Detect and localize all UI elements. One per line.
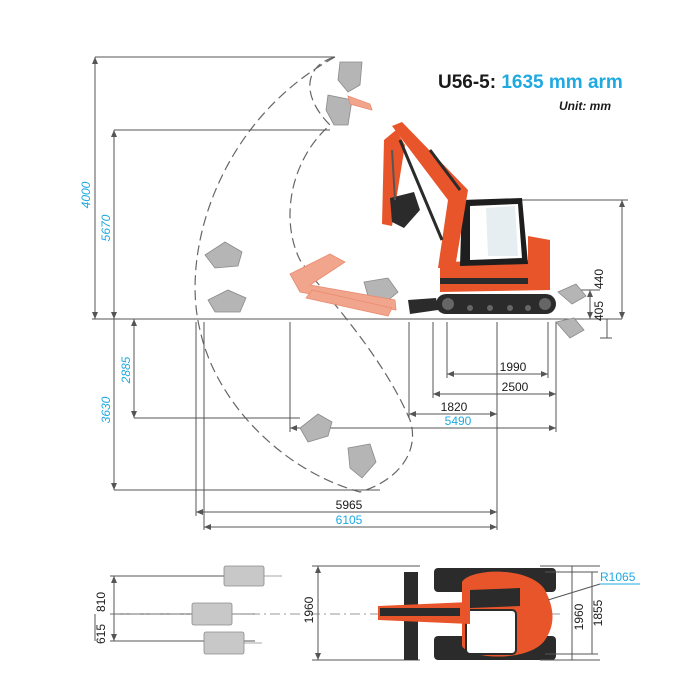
top-left-arrowheads [111, 566, 321, 660]
bucket-front-right-2 [555, 317, 585, 339]
diagram-title: U56-5: 1635 mm arm [438, 72, 623, 94]
bucket [390, 192, 420, 228]
bucket-deep-2 [347, 443, 377, 479]
arm-length: 1635 mm arm [501, 72, 623, 93]
vertical-arrowheads [92, 57, 137, 490]
side-view: 4000 5670 2885 3630 405 440 [79, 56, 628, 530]
dozer-blade [408, 298, 438, 314]
dim-405-label: 405 [592, 301, 606, 321]
vertical-dimensions [94, 56, 380, 491]
dim-1960-left-label: 1960 [302, 596, 316, 623]
bucket-max-dump [325, 94, 353, 126]
excavator-side [382, 122, 556, 314]
dim-r1065-label: R1065 [600, 570, 636, 584]
reach-envelope [194, 56, 414, 493]
top-ghost-buckets [191, 565, 282, 655]
boom [392, 122, 468, 268]
dim-1855-label: 1855 [591, 599, 605, 626]
dim-2500-label: 2500 [502, 380, 529, 394]
ghost-boom [289, 95, 397, 317]
dim-5490-label: 5490 [445, 414, 472, 428]
dim-2885-label: 2885 [119, 356, 133, 384]
right-vertical-arrowheads [587, 200, 625, 319]
bucket-positions [204, 61, 587, 479]
dim-4000-label: 4000 [79, 181, 93, 208]
model-name: U56-5: [438, 72, 497, 93]
dim-810-label: 810 [94, 592, 108, 612]
dim-5670-label: 5670 [99, 214, 113, 241]
unit-label: Unit: mm [559, 99, 611, 113]
dim-615-label: 615 [94, 624, 108, 644]
bucket-deep-1 [299, 413, 333, 443]
dim-5965-label: 5965 [336, 498, 363, 512]
dim-1990-label: 1990 [500, 360, 527, 374]
bucket-far-reach-1 [204, 241, 243, 269]
dim-3630-label: 3630 [99, 396, 113, 423]
dim-1960-right-label: 1960 [572, 603, 586, 630]
dim-440-label: 440 [592, 269, 606, 289]
dim-6105-label: 6105 [336, 513, 363, 527]
bucket-far-reach-2 [207, 289, 247, 313]
bucket-front-right-1 [557, 283, 587, 305]
top-cab [465, 609, 517, 655]
horizontal-dimensions [195, 322, 557, 530]
bucket-max-height [337, 61, 363, 93]
top-right-dimensions [540, 565, 601, 661]
dim-1820-label: 1820 [441, 400, 468, 414]
horizontal-arrowheads [196, 371, 556, 530]
top-view: 615 810 1960 [94, 565, 640, 661]
